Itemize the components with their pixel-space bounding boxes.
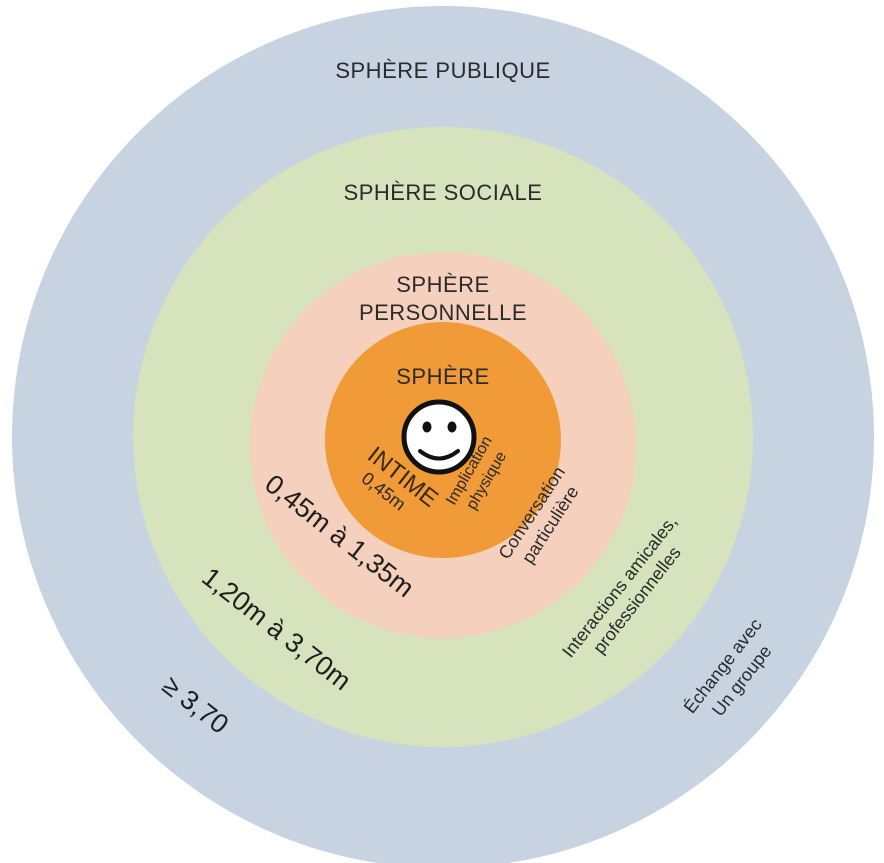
smiley-right-eye (447, 421, 457, 433)
smiley-mouth (418, 449, 460, 461)
personal-sphere-title-line1: SPHÈRE (396, 272, 489, 297)
personal-sphere-title-line2: PERSONNELLE (359, 300, 527, 325)
smiley-left-eye (422, 421, 432, 433)
social-sphere-title: SPHÈRE SOCIALE (344, 180, 543, 205)
smiley-face-outline (401, 399, 477, 475)
smiley-face-icon (401, 399, 477, 475)
intimate-sphere-title-line1: SPHÈRE (396, 364, 489, 389)
public-sphere-title: SPHÈRE PUBLIQUE (335, 58, 550, 83)
